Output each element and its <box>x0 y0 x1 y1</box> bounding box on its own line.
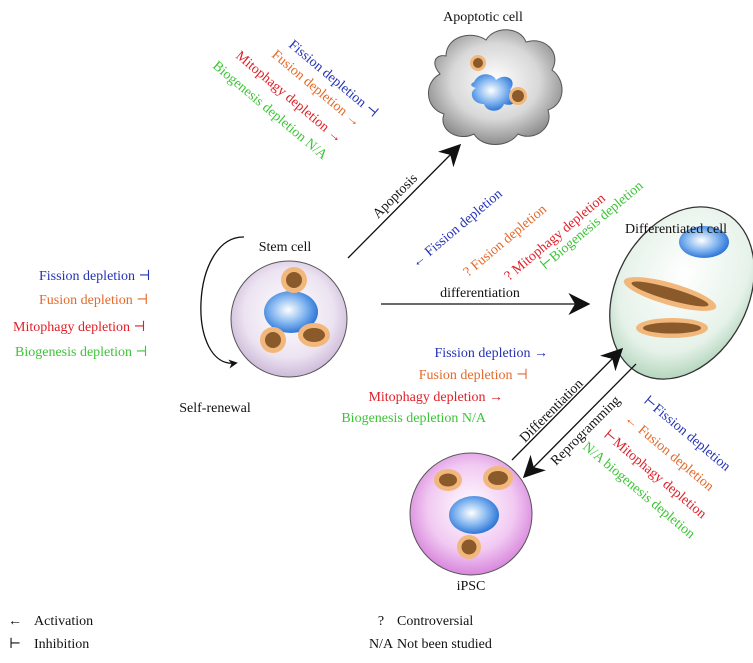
stem-cell-label: Stem cell <box>259 240 312 255</box>
ipsc-label: iPSC <box>457 579 486 594</box>
differentiated-nucleus <box>679 226 729 258</box>
apoptotic-cell-label: Apoptotic cell <box>443 10 523 25</box>
stem-mitochondrion-3 <box>298 323 330 347</box>
ipsc-mitochondrion-3 <box>457 535 481 559</box>
apoptotic-mitochondrion-1 <box>470 55 486 71</box>
legend-controversial-label: Controversial <box>397 614 473 629</box>
self-renewal-fusion-effect: Fusion depletion ⊣ <box>39 293 148 308</box>
ipsc-nucleus <box>449 496 499 534</box>
differentiation-label: differentiation <box>440 286 520 301</box>
self-renewal-fission-effect: Fission depletion ⊣ <box>39 269 151 284</box>
self-renewal-label: Self-renewal <box>179 401 251 416</box>
ipsc-differentiation-arrow <box>511 347 624 461</box>
legend-na-label: Not been studied <box>397 637 492 652</box>
stem-mitochondrion-1 <box>281 267 307 293</box>
stem-mitochondrion-2 <box>260 327 286 353</box>
self-renewal-mitophagy-effect: Mitophagy depletion ⊣ <box>13 320 146 335</box>
stem-nucleus <box>264 291 318 333</box>
ipsc-mitochondrion-1 <box>434 469 462 491</box>
ipsc-cell <box>409 452 533 576</box>
stem-cell <box>230 260 348 378</box>
legend-inhibition-label: Inhibition <box>34 637 89 652</box>
ipsc-diff-fission-effect: Fission depletion → <box>434 346 548 361</box>
legend-activation-symbol: ← <box>8 614 22 629</box>
differentiated-mitochondrion-2 <box>636 318 708 338</box>
legend-inhibition-symbol: ⊢ <box>9 637 21 652</box>
legend: ← Activation ⊢ Inhibition ? Controversia… <box>8 614 492 652</box>
ipsc-diff-biogenesis-effect: Biogenesis depletion N/A <box>341 411 487 426</box>
differentiated-mitochondrion-1 <box>623 277 717 311</box>
legend-na-symbol: N/A <box>369 637 394 652</box>
apoptotic-nucleus <box>471 74 516 111</box>
legend-activation-label: Activation <box>34 614 93 629</box>
ipsc-diff-fusion-effect: Fusion depletion ⊣ <box>419 368 528 383</box>
apoptosis-arrow <box>347 143 462 259</box>
ipsc-diff-mitophagy-effect: Mitophagy depletion → <box>368 390 503 405</box>
reprogramming-arrow <box>522 363 637 479</box>
differentiated-cell-label: Differentiated cell <box>625 222 727 237</box>
self-renewal-loop-arrow <box>200 236 245 369</box>
apoptotic-cell <box>428 29 563 145</box>
apoptotic-mitochondrion-2 <box>509 87 527 105</box>
differentiated-cell <box>609 206 753 380</box>
ipsc-mitochondrion-2 <box>483 466 513 490</box>
apoptosis-label: Apoptosis <box>370 171 421 222</box>
legend-controversial-symbol: ? <box>378 614 384 629</box>
self-renewal-biogenesis-effect: Biogenesis depletion ⊣ <box>15 345 148 360</box>
